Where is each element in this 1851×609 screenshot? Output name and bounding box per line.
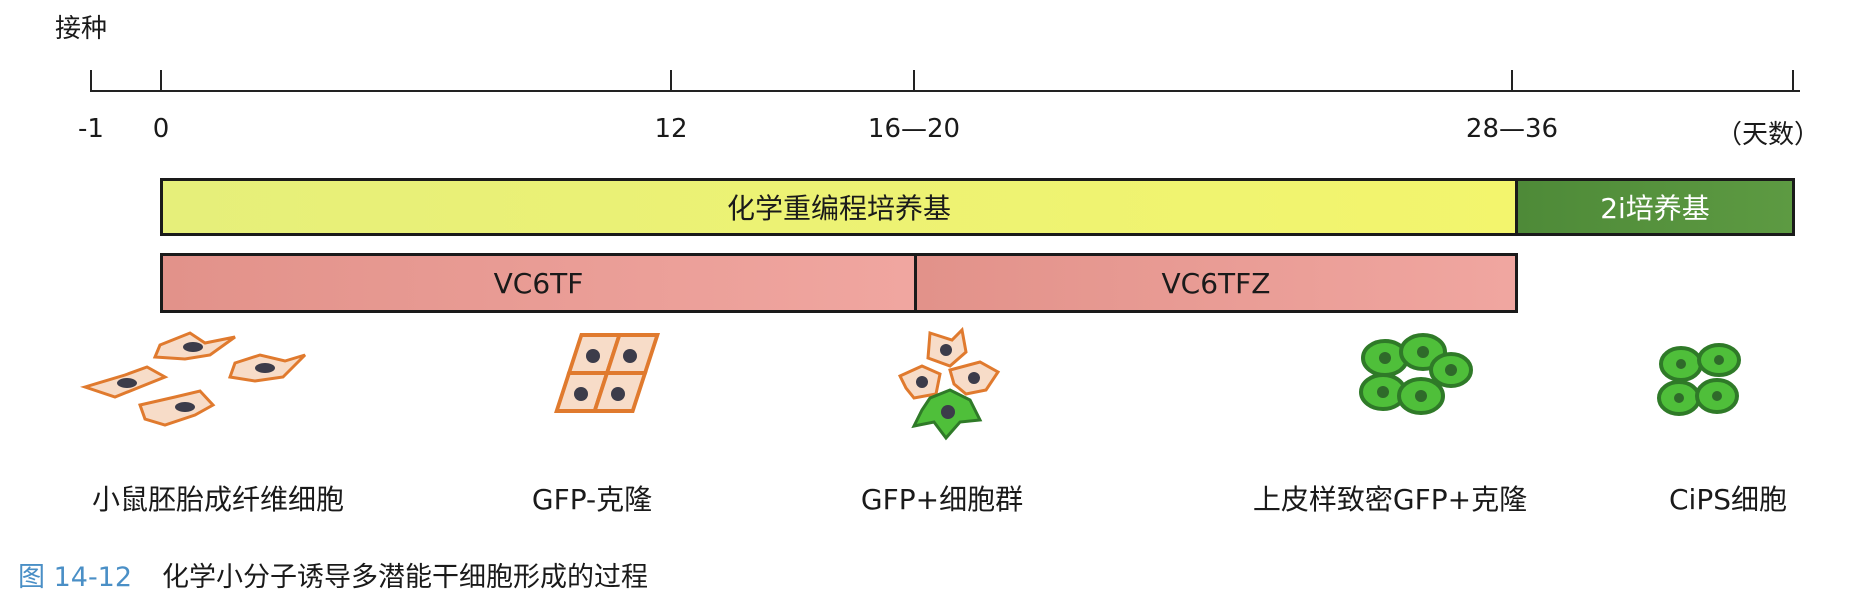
tick-mark-minus1 [90,70,92,92]
figure-number: 图 14-12 [18,562,133,593]
gfp-negative-clone-icon [554,333,661,413]
vc6tfz-bar: VC6TFZ [914,253,1518,313]
stage-label-fibroblast: 小鼠胚胎成纤维细胞 [91,483,345,516]
gfp-positive-cluster-icon [897,326,1001,441]
2i-medium-label: 2i培养基 [1600,192,1710,225]
tick-mark-12 [670,70,672,92]
axis-unit-label: （天数） [1715,120,1821,150]
vc6tf-label: VC6TF [493,266,584,300]
tick-mark-16-20 [913,70,915,92]
vc6tf-bar: VC6TF [160,253,917,313]
chemical-reprogramming-medium-bar: 化学重编程培养基 [160,178,1518,236]
figure-title: 化学小分子诱导多潜能干细胞形成的过程 [162,562,649,593]
tick-label-16-20: 16—20 [867,114,961,144]
tick-label-12: 12 [654,114,688,144]
tick-label-28-36: 28—36 [1465,114,1559,144]
fibroblast-cells-icon [80,331,307,427]
timeline-axis [90,90,1800,92]
tick-mark-28-36 [1511,70,1513,92]
cips-cells-icon [1657,343,1741,416]
epithelial-compact-clone-icon [1359,333,1473,415]
seeding-label: 接种 [55,14,108,44]
stage-label-gfp-positive: GFP+细胞群 [860,483,1024,516]
tick-mark-0 [160,70,162,92]
chemical-reprogramming-medium-label: 化学重编程培养基 [726,192,951,225]
2i-medium-bar: 2i培养基 [1515,178,1795,236]
tick-label-0: 0 [152,114,170,144]
tick-mark-end [1792,70,1794,92]
tick-label-minus1: -1 [78,114,104,144]
stage-label-cips: CiPS细胞 [1669,483,1787,516]
vc6tfz-label: VC6TFZ [1161,266,1271,300]
stage-label-epithelial: 上皮样致密GFP+克隆 [1252,483,1528,516]
figure-caption: 图 14-12 化学小分子诱导多潜能干细胞形成的过程 [18,555,648,594]
stage-label-gfp-negative: GFP-克隆 [531,483,653,516]
